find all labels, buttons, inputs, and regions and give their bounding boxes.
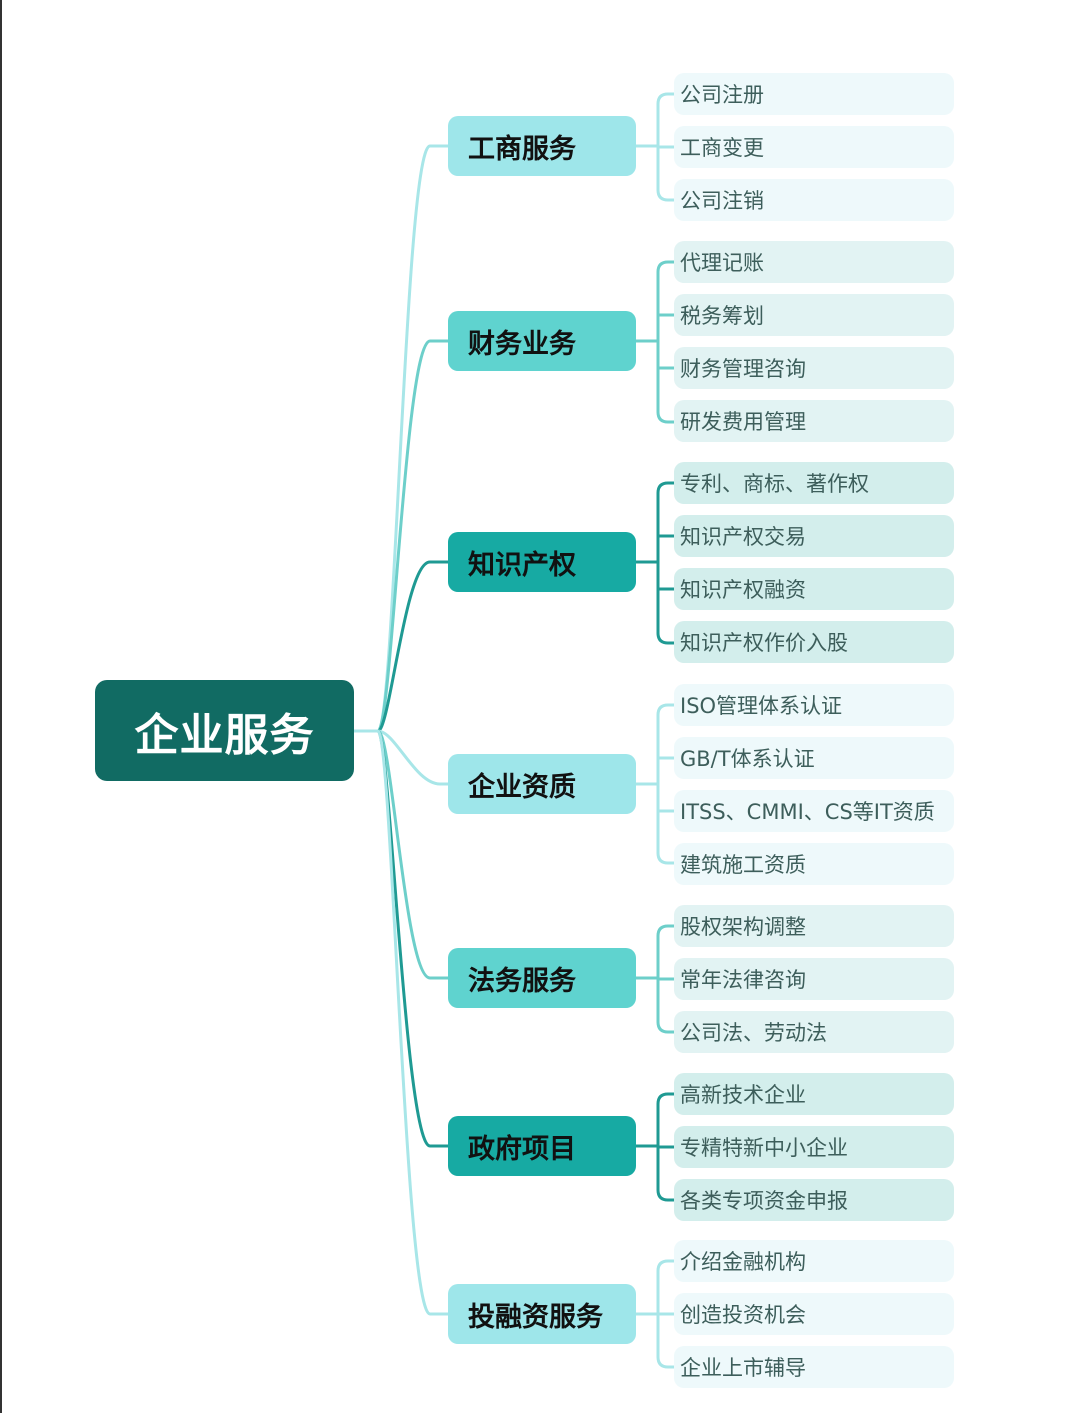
leaf-node[interactable]: 公司法、劳动法 [674, 1011, 954, 1053]
left-border [0, 0, 2, 1413]
leaf-node[interactable]: 各类专项资金申报 [674, 1179, 954, 1221]
leaf-node[interactable]: 创造投资机会 [674, 1293, 954, 1335]
branch-node-qualifications[interactable]: 企业资质 [448, 754, 636, 814]
leaf-label: ISO管理体系认证 [680, 694, 843, 718]
leaf-label: 创造投资机会 [680, 1303, 806, 1327]
leaf-node[interactable]: 高新技术企业 [674, 1073, 954, 1115]
leaf-label: 高新技术企业 [680, 1083, 806, 1107]
leaf-label: 研发费用管理 [680, 410, 806, 434]
leaf-node[interactable]: 常年法律咨询 [674, 958, 954, 1000]
leaf-label: 建筑施工资质 [680, 853, 806, 877]
branch-label: 财务业务 [468, 328, 576, 360]
branch-node-intellectual-property[interactable]: 知识产权 [448, 532, 636, 592]
branch-label: 企业资质 [468, 771, 576, 803]
leaf-label: 股权架构调整 [680, 915, 806, 939]
leaf-node[interactable]: 知识产权作价入股 [674, 621, 954, 663]
leaf-label: 专精特新中小企业 [680, 1136, 848, 1160]
leaf-label: 知识产权作价入股 [680, 631, 848, 655]
branch-label: 政府项目 [468, 1133, 576, 1165]
leaf-label: 财务管理咨询 [680, 357, 806, 381]
leaf-label: 代理记账 [680, 251, 764, 275]
leaf-label: 常年法律咨询 [680, 968, 806, 992]
leaf-label: 企业上市辅导 [680, 1356, 806, 1380]
leaf-node[interactable]: 公司注册 [674, 73, 954, 115]
leaf-node[interactable]: 企业上市辅导 [674, 1346, 954, 1388]
leaf-node[interactable]: 建筑施工资质 [674, 843, 954, 885]
leaf-node[interactable]: 税务筹划 [674, 294, 954, 336]
leaf-node[interactable]: 工商变更 [674, 126, 954, 168]
branch-node-government-projects[interactable]: 政府项目 [448, 1116, 636, 1176]
leaf-node[interactable]: 知识产权融资 [674, 568, 954, 610]
leaf-label: 知识产权交易 [680, 525, 806, 549]
leaf-node[interactable]: 代理记账 [674, 241, 954, 283]
branch-node-business-registration[interactable]: 工商服务 [448, 116, 636, 176]
leaf-label: 税务筹划 [680, 304, 764, 328]
leaf-label: ITSS、CMMI、CS等IT资质 [680, 800, 935, 824]
leaf-label: 专利、商标、著作权 [680, 472, 869, 496]
leaf-node[interactable]: 财务管理咨询 [674, 347, 954, 389]
branch-node-investment-financing[interactable]: 投融资服务 [448, 1284, 636, 1344]
leaf-label: 公司注销 [680, 189, 764, 213]
root-label: 企业服务 [134, 709, 315, 761]
root-node[interactable]: 企业服务 [95, 680, 354, 781]
leaf-node[interactable]: GB/T体系认证 [674, 737, 954, 779]
leaf-label: 工商变更 [680, 136, 764, 160]
leaf-node[interactable]: 知识产权交易 [674, 515, 954, 557]
leaf-node[interactable]: 股权架构调整 [674, 905, 954, 947]
branch-label: 工商服务 [468, 133, 576, 165]
branch-node-finance[interactable]: 财务业务 [448, 311, 636, 371]
leaf-label: 知识产权融资 [680, 578, 806, 602]
leaf-label: 介绍金融机构 [680, 1250, 806, 1274]
branch-label: 法务服务 [468, 965, 576, 997]
leaf-node[interactable]: 研发费用管理 [674, 400, 954, 442]
leaf-node[interactable]: 专精特新中小企业 [674, 1126, 954, 1168]
leaf-node[interactable]: ISO管理体系认证 [674, 684, 954, 726]
leaf-node[interactable]: ITSS、CMMI、CS等IT资质 [674, 790, 954, 832]
branch-label: 投融资服务 [468, 1301, 603, 1333]
branch-node-legal[interactable]: 法务服务 [448, 948, 636, 1008]
leaf-label: 各类专项资金申报 [680, 1189, 848, 1213]
leaf-node[interactable]: 介绍金融机构 [674, 1240, 954, 1282]
leaf-label: 公司注册 [680, 83, 764, 107]
leaf-label: 公司法、劳动法 [680, 1021, 827, 1045]
leaf-node[interactable]: 专利、商标、著作权 [674, 462, 954, 504]
leaf-label: GB/T体系认证 [680, 747, 815, 771]
leaf-node[interactable]: 公司注销 [674, 179, 954, 221]
branch-label: 知识产权 [468, 549, 576, 581]
